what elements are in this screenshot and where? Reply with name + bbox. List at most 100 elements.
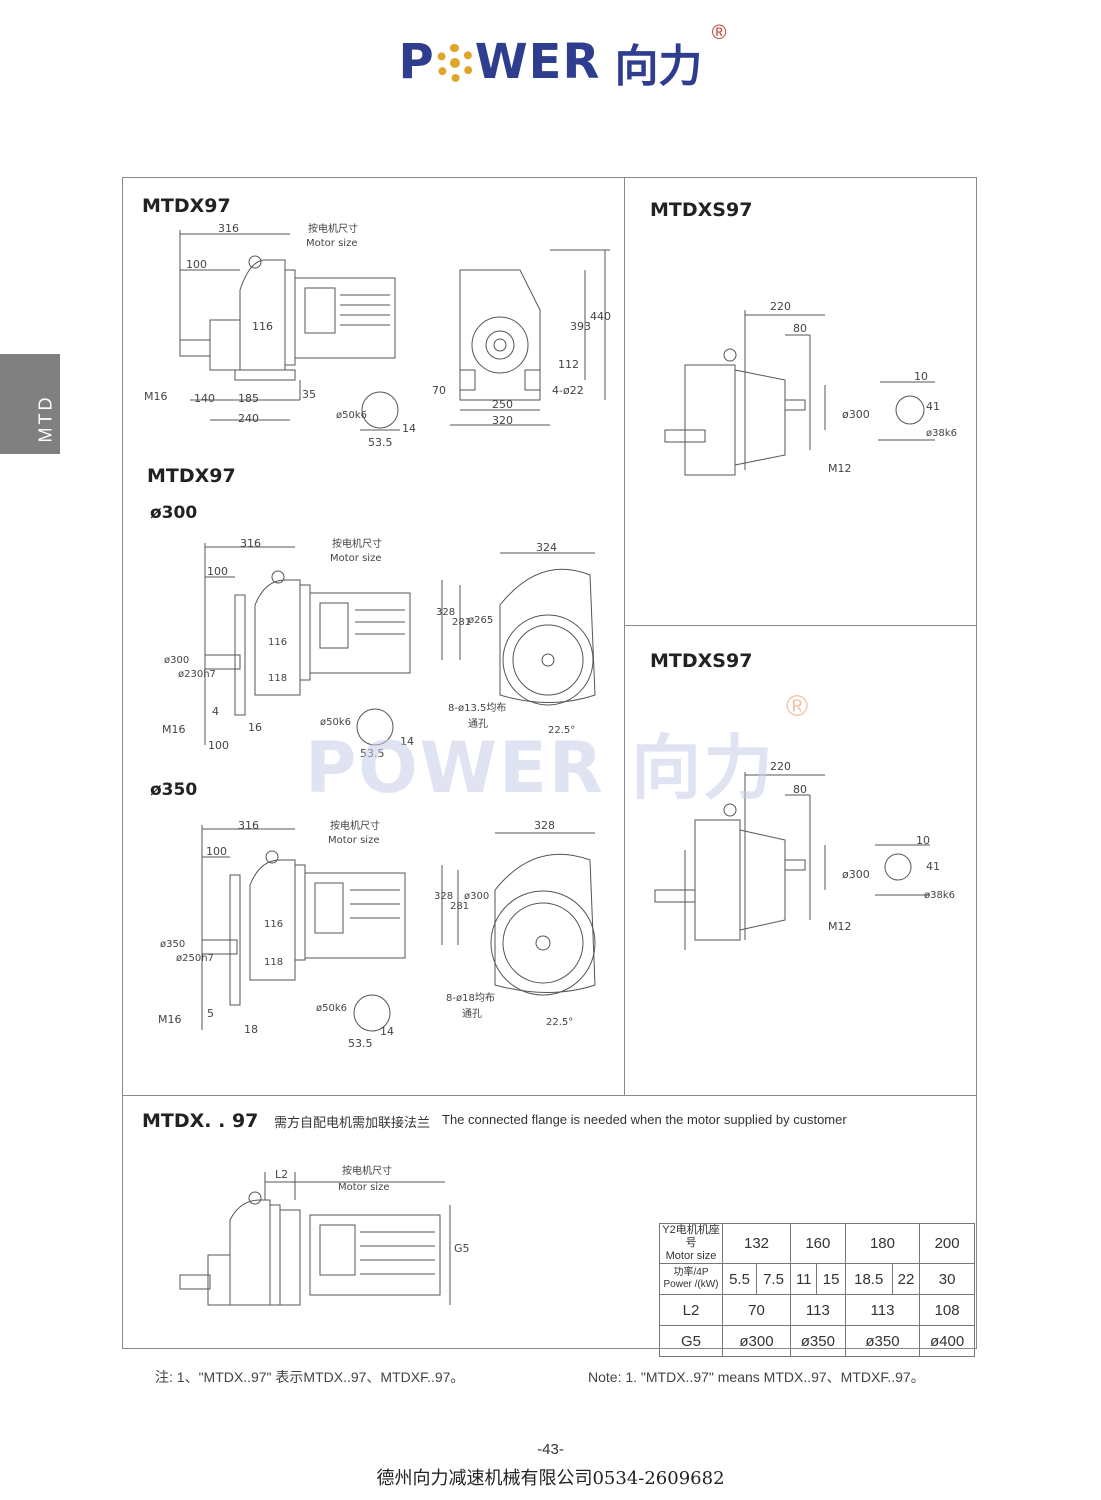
dim-41: 41 — [926, 400, 940, 413]
dim-250: 250 — [492, 398, 513, 411]
row-label-g5: G5 — [659, 1325, 723, 1357]
dim-14: 14 — [402, 422, 416, 435]
size-160: 160 — [790, 1223, 846, 1264]
registered-mark: ® — [711, 22, 727, 44]
dim-5: 5 — [207, 1007, 214, 1020]
dim-53-5: 53.5 — [348, 1037, 373, 1050]
power-cell: 18.5 — [844, 1263, 893, 1295]
dim-240: 240 — [238, 412, 259, 425]
dim-shaft: ø50k6 — [320, 717, 351, 728]
watermark-reg: ® — [786, 690, 809, 723]
panel-title-mtdx-97: MTDX. . 97 — [142, 1110, 259, 1132]
dim-116: 116 — [264, 919, 283, 930]
dim-324: 324 — [536, 541, 557, 554]
dim-80: 80 — [793, 322, 807, 335]
power-cell: 22 — [891, 1263, 921, 1295]
dim-14: 14 — [380, 1025, 394, 1038]
flange-note-cn: 需方自配电机需加联接法兰 — [274, 1115, 431, 1130]
dim-393: 393 — [570, 320, 591, 333]
l2-cell: 70 — [722, 1294, 791, 1326]
drawing-frame — [122, 177, 977, 1349]
panel-title-mtdx97: MTDX97 — [142, 195, 231, 217]
dim-35: 35 — [302, 388, 316, 401]
dim-53-5: 53.5 — [360, 747, 385, 760]
power-cell: 15 — [816, 1263, 846, 1295]
panel-title-mtdxs97-top: MTDXS97 — [650, 199, 753, 221]
hole-spec: 8-ø18均布 — [446, 992, 495, 1004]
l2-cell: 108 — [919, 1294, 975, 1326]
dim-4: 4 — [212, 705, 219, 718]
dim-g5: G5 — [454, 1242, 470, 1255]
dim-shaft: ø50k6 — [316, 1003, 347, 1014]
drawing-mtdxs97-top: 220 80 ø300 M12 10 41 ø38k6 — [664, 300, 957, 476]
motor-size-cn: 按电机尺寸 — [308, 222, 358, 235]
dim-265: ø265 — [468, 615, 493, 626]
dim-m16: M16 — [162, 723, 186, 736]
dim-281: 281 — [450, 901, 469, 912]
dim-m12: M12 — [828, 462, 852, 475]
dim-16: 16 — [248, 721, 262, 734]
note-en: Note: 1. "MTDX..97" means MTDX..97、MTDXF… — [588, 1369, 925, 1385]
dim-m16: M16 — [158, 1013, 182, 1026]
dim-10: 10 — [916, 834, 930, 847]
dim-300: ø300 — [164, 655, 189, 666]
company-footer: 德州向力减速机械有限公司0534-2609682 — [376, 1468, 725, 1489]
power-cell: 7.5 — [756, 1263, 791, 1295]
motor-size-en: Motor size — [338, 1182, 389, 1193]
panel-subtitle-300: ø300 — [150, 503, 198, 523]
through-hole: 通孔 — [462, 1008, 482, 1020]
page-number: -43- — [537, 1441, 564, 1458]
power-cell: 30 — [919, 1263, 975, 1295]
dim-70: 70 — [432, 384, 446, 397]
dim-100-bottom: 100 — [208, 739, 229, 752]
dim-4-holes: 4-ø22 — [552, 384, 584, 397]
dim-316: 316 — [240, 537, 261, 550]
dim-320: 320 — [492, 414, 513, 427]
dim-angle: 22.5° — [546, 1017, 573, 1028]
size-200: 200 — [919, 1223, 975, 1264]
dim-18: 18 — [244, 1023, 258, 1036]
drawing-mtdx97-300: 316 按电机尺寸 Motor size 100 ø300 ø230h7 M16… — [162, 537, 596, 760]
divider-right — [625, 625, 977, 626]
divider-bottom — [122, 1095, 977, 1096]
dim-m16: M16 — [144, 390, 168, 403]
dim-100: 100 — [206, 845, 227, 858]
dim-300: ø300 — [464, 891, 489, 902]
dim-80: 80 — [793, 783, 807, 796]
side-tab: MTD — [0, 354, 60, 454]
dim-118: 118 — [264, 957, 283, 968]
l2-cell: 113 — [844, 1294, 921, 1326]
dim-116: 116 — [268, 637, 287, 648]
g5-cell: ø400 — [919, 1325, 975, 1357]
dim-440: 440 — [590, 310, 611, 323]
dim-300: ø300 — [842, 868, 870, 881]
dim-328: 328 — [436, 607, 455, 618]
dim-350: ø350 — [160, 939, 185, 950]
power-cell: 11 — [789, 1263, 818, 1295]
brand-name-cn: 向力 — [614, 41, 703, 92]
dim-38k6: ø38k6 — [926, 428, 957, 439]
watermark: POWER 向力 — [305, 727, 776, 809]
row-label-l2: L2 — [659, 1294, 723, 1326]
motor-size-en: Motor size — [306, 238, 357, 249]
dim-300: ø300 — [842, 408, 870, 421]
divider-vertical — [624, 177, 625, 1095]
dim-l2: L2 — [275, 1168, 288, 1181]
panel-subtitle-350: ø350 — [150, 780, 198, 800]
drawing-mtdxs97-bottom: 220 80 ø300 M12 10 41 ø38k6 — [654, 760, 955, 950]
dim-328: 328 — [534, 819, 555, 832]
motor-size-cn: 按电机尺寸 — [342, 1164, 392, 1177]
dim-shaft: ø50k6 — [336, 410, 367, 421]
size-132: 132 — [722, 1223, 791, 1264]
dim-14: 14 — [400, 735, 414, 748]
dim-328-v: 328 — [434, 891, 453, 902]
dim-281: 281 — [452, 617, 471, 628]
motor-size-cn: 按电机尺寸 — [330, 819, 380, 832]
power-cell: 5.5 — [722, 1263, 757, 1295]
drawing-mtdx97-foot: 316 按电机尺寸 Motor size 100 M16 140 185 240… — [144, 222, 611, 449]
motor-size-cn: 按电机尺寸 — [332, 537, 382, 550]
gear-icon — [435, 44, 474, 82]
